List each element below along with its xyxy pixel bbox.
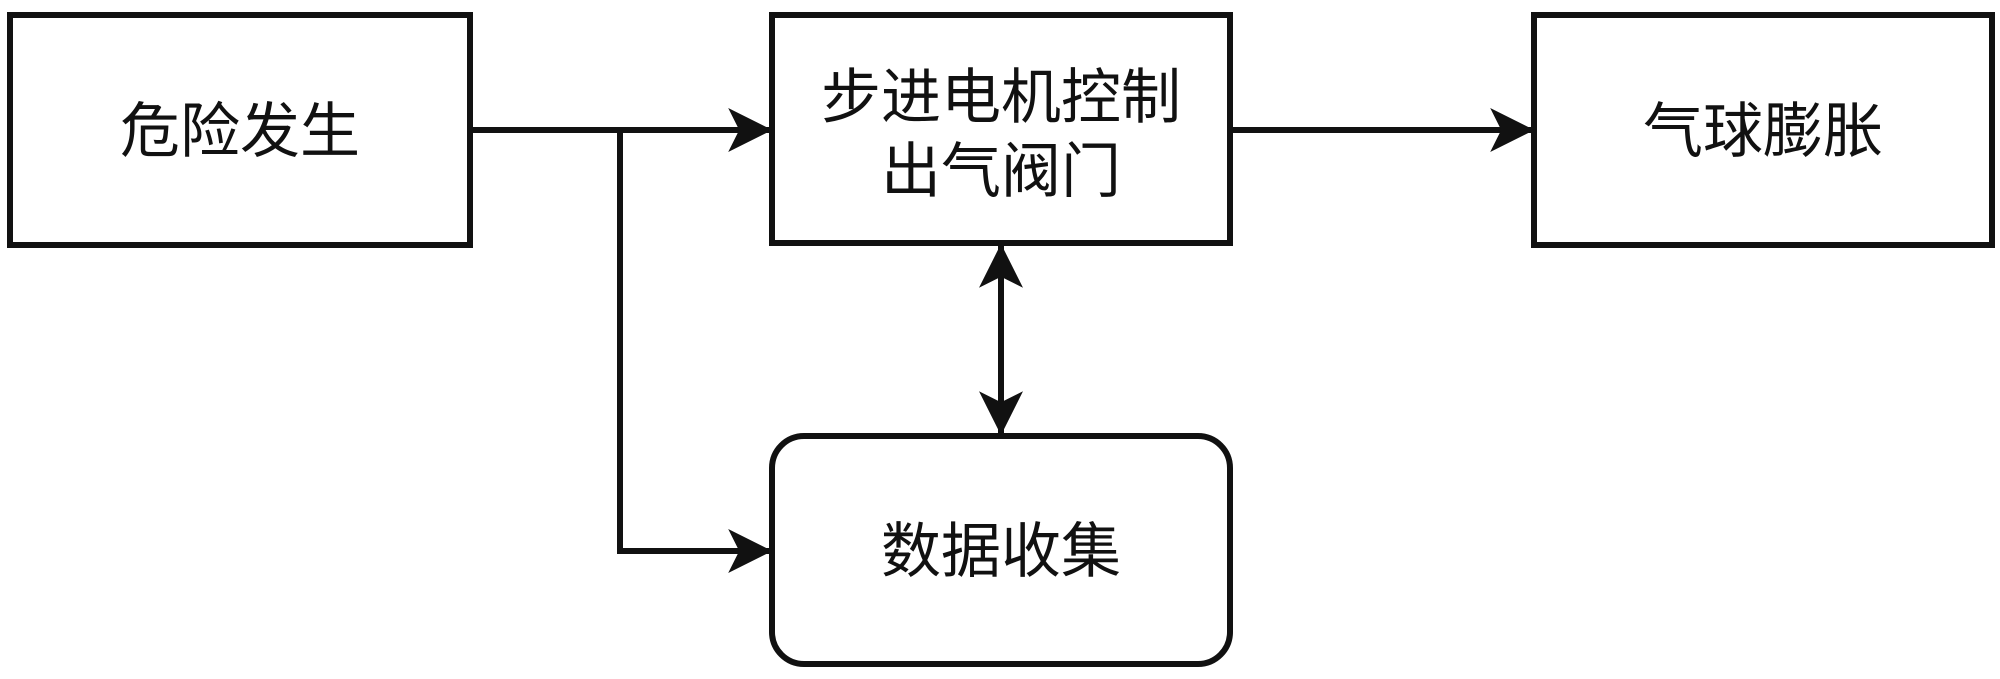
node-balloon-box: [1531, 12, 1995, 248]
node-danger: 危险发生: [7, 12, 473, 248]
edge-danger-to-data: [617, 130, 773, 573]
node-danger-box: [7, 12, 473, 248]
node-valve-box: [769, 12, 1233, 246]
node-valve-label-line2: 出气阀门: [881, 137, 1121, 207]
node-balloon-label: 气球膨胀: [1643, 97, 1883, 167]
node-balloon: 气球膨胀: [1531, 12, 1995, 248]
node-valve: 步进电机控制 出气阀门: [769, 12, 1233, 246]
node-danger-label: 危险发生: [120, 97, 360, 167]
node-valve-label-line1: 步进电机控制: [821, 63, 1181, 133]
node-data: 数据收集: [769, 433, 1233, 667]
node-data-label: 数据收集: [881, 517, 1121, 587]
